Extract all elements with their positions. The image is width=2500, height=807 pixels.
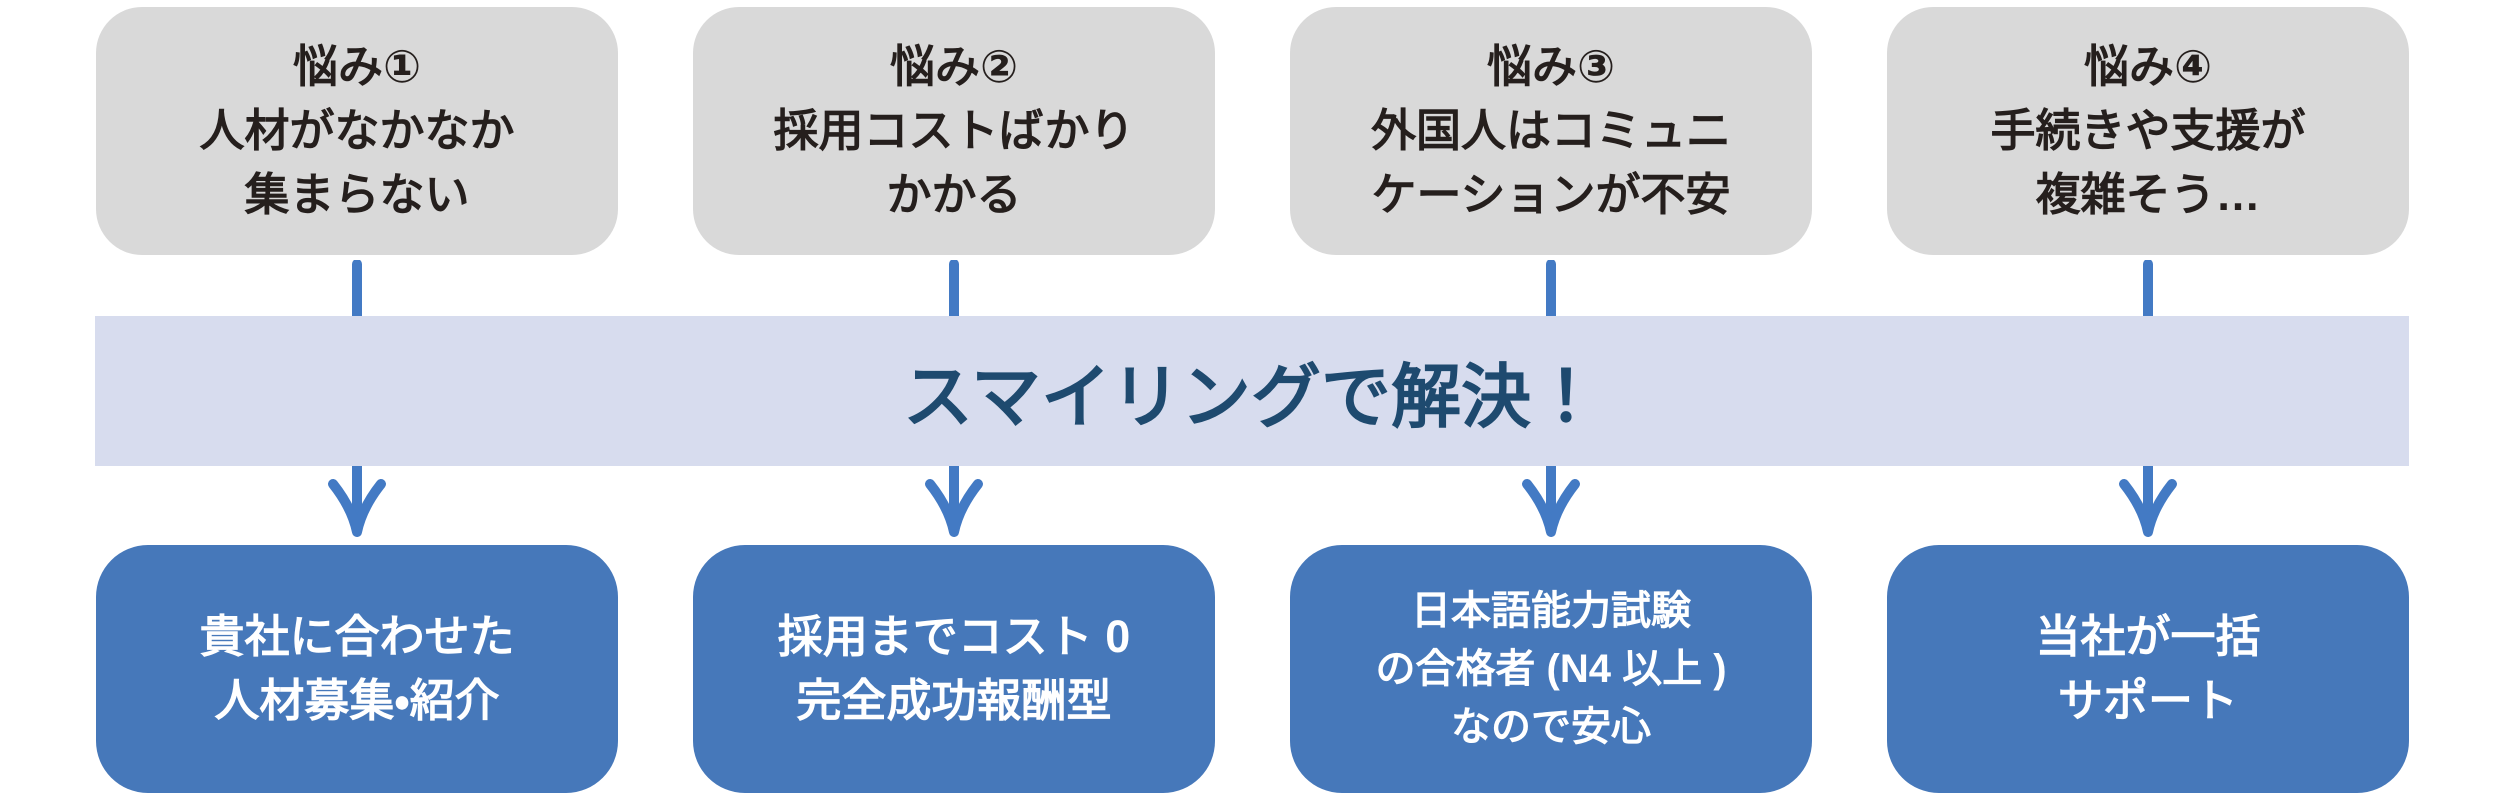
solution-line: 完全成功報酬型 <box>796 675 1112 726</box>
solution-line: なので安心 <box>1451 705 1651 749</box>
worry-line: 手続きや支援が <box>1990 105 2306 156</box>
solution-box-4: 当社が一括 サポート <box>1887 545 2409 793</box>
worry-box-4: 悩み④ 手続きや支援が 複雑そう… <box>1887 7 2409 255</box>
solution-box-1: 貴社に合わせた 人材募集・紹介 <box>96 545 618 793</box>
solution-line: 貴社に合わせた <box>199 611 515 662</box>
solution-line: 日本語能力試験 <box>1411 589 1691 633</box>
solution-line: 当社が一括 <box>2035 611 2261 662</box>
worry-line: 外国人はコミュニ <box>1370 105 1731 156</box>
worry-title: 悩み① <box>292 41 422 92</box>
worry-line: 採用コストばかり <box>773 105 1135 156</box>
solution-box-3: 日本語能力試験 の合格者 (N4 以上 ) なので安心 <box>1290 545 1812 793</box>
solution-banner: スマイリングで解決！ <box>95 316 2409 466</box>
solution-line: サポート <box>2057 675 2238 726</box>
worry-box-2: 悩み② 採用コストばかり かかる <box>693 7 1215 255</box>
solution-line: 人材募集・紹介 <box>214 675 500 726</box>
worry-box-1: 悩み① 人材がなかなか 集まらない <box>96 7 618 255</box>
worry-line: 人材がなかなか <box>199 105 515 156</box>
worry-box-3: 悩み③ 外国人はコミュニ ケーションが不安 <box>1290 7 1812 255</box>
solution-line: の合格者 (N4 以上 ) <box>1375 647 1727 691</box>
worry-title: 悩み② <box>889 41 1019 92</box>
worry-line: かかる <box>886 169 1022 220</box>
banner-label: スマイリングで解決！ <box>903 357 1601 436</box>
worry-title: 悩み③ <box>1486 41 1616 92</box>
worry-line: 集まらない <box>244 169 470 220</box>
solution-box-2: 採用までコスト 0 完全成功報酬型 <box>693 545 1215 793</box>
worry-line: ケーションが不安 <box>1371 169 1731 220</box>
solution-line: 採用までコスト 0 <box>777 611 1131 662</box>
worry-title: 悩み④ <box>2083 41 2213 92</box>
worry-line: 複雑そう… <box>2035 169 2261 220</box>
